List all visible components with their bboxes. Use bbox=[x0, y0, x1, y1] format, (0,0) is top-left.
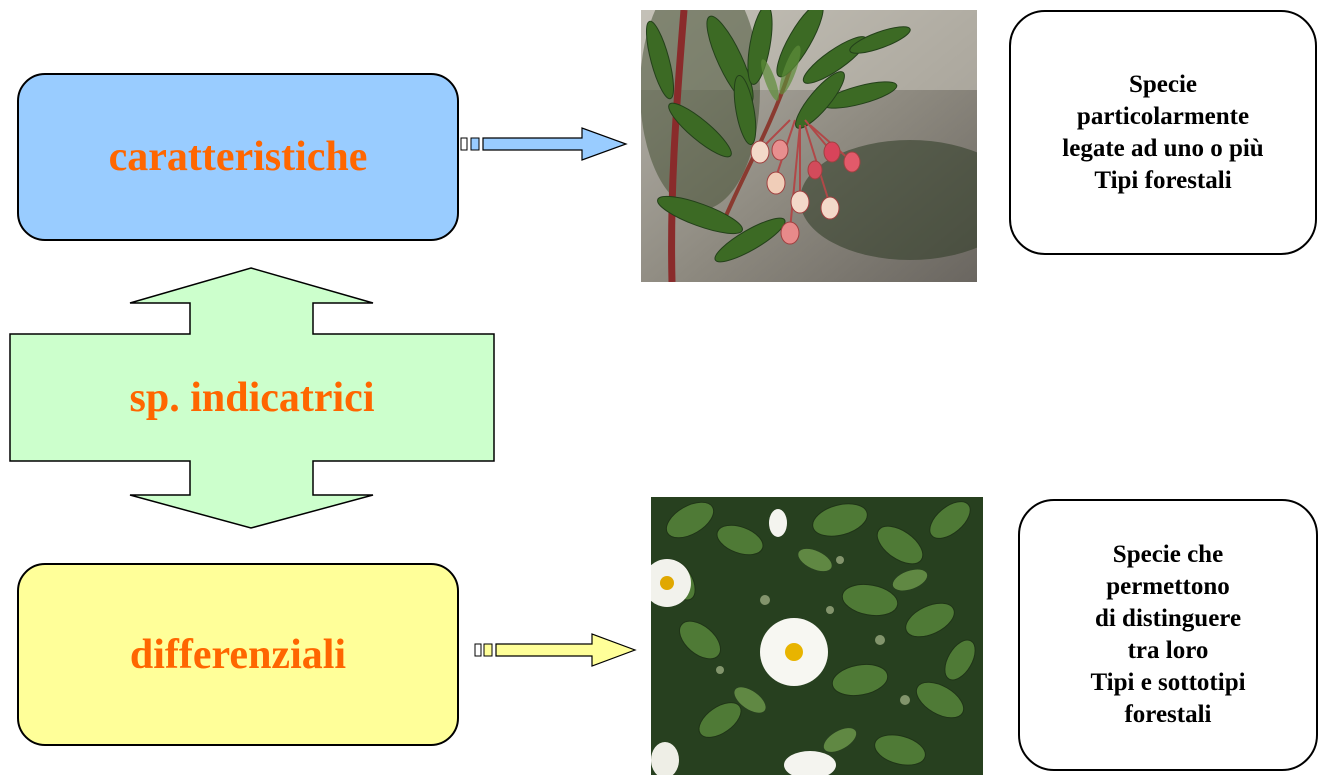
node-caratteristiche-label: caratteristiche bbox=[108, 134, 368, 180]
note-differenziali-line: forestali bbox=[1124, 701, 1212, 728]
note-caratteristiche-line: particolarmente bbox=[1076, 102, 1250, 130]
photo-arbutus-flowers bbox=[641, 10, 977, 282]
note-differenziali-line: tra loro bbox=[1127, 637, 1209, 664]
arrow-to-top-photo bbox=[460, 127, 628, 161]
note-differenziali-line: di distinguere bbox=[1094, 605, 1242, 632]
note-differenziali: Specie che permettono di distinguere tra… bbox=[1018, 499, 1318, 771]
node-indicatrici-label: sp. indicatrici bbox=[129, 374, 375, 421]
node-caratteristiche: caratteristiche bbox=[17, 73, 459, 241]
note-caratteristiche-line: legate ad uno o più bbox=[1062, 134, 1264, 162]
note-differenziali-line: Tipi e sottotipi bbox=[1090, 669, 1246, 696]
indicatrici-double-arrow bbox=[9, 267, 495, 529]
photo-white-cistus-flowers bbox=[651, 497, 983, 775]
node-indicatrici: sp. indicatrici bbox=[10, 334, 494, 461]
node-differenziali-label: differenziali bbox=[129, 631, 347, 678]
note-caratteristiche-line: Specie bbox=[1128, 70, 1198, 98]
arrow-to-bottom-photo bbox=[474, 633, 637, 667]
note-caratteristiche: Specie particolarmente legate ad uno o p… bbox=[1009, 10, 1317, 255]
node-differenziali: differenziali bbox=[17, 563, 459, 746]
note-differenziali-line: permettono bbox=[1106, 573, 1230, 600]
note-caratteristiche-line: Tipi forestali bbox=[1094, 166, 1232, 194]
note-differenziali-line: Specie che bbox=[1112, 541, 1224, 568]
